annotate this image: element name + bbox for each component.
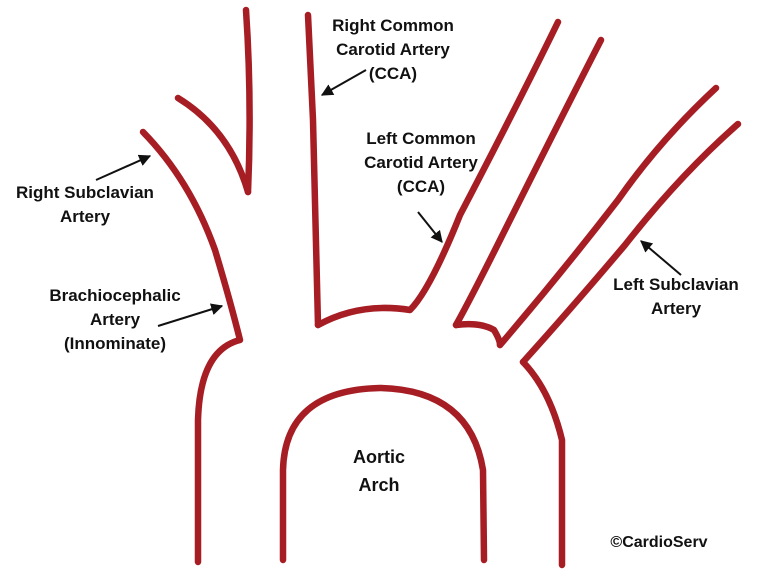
arrow-right-cca (320, 69, 367, 96)
left-cca-ostium (452, 320, 504, 349)
label-right-cca: Right Common Carotid Artery (CCA) (332, 16, 454, 83)
outer-arch-wall (519, 358, 566, 569)
left-subclavian-distal-wall (519, 120, 742, 366)
arrow-brachiocephalic (157, 303, 224, 327)
arch-top-segment (314, 18, 562, 329)
arrow-right-subclavian (95, 154, 152, 181)
right-cca-lateral-wall (242, 6, 253, 196)
label-aortic-arch: Aortic Arch (352, 447, 405, 495)
brachiocephalic-outer-wall (139, 128, 244, 566)
left-subclavian-proximal-wall (496, 84, 720, 349)
label-left-subclavian: Left Subclavian Artery (613, 275, 739, 318)
label-left-cca: Left Common Carotid Artery (CCA) (364, 129, 478, 196)
arrow-left-cca (417, 211, 443, 243)
copyright-text: ©CardioServ (610, 534, 708, 551)
left-cca-distal-wall (452, 36, 605, 329)
label-right-subclavian: Right Subclavian Artery (16, 183, 154, 226)
inner-arch-wall (279, 384, 488, 564)
right-subclavian-inner-wall (174, 94, 252, 196)
label-brachiocephalic: Brachiocephalic Artery (Innominate) (49, 286, 181, 353)
right-cca-medial-wall (304, 11, 322, 329)
arrow-left-subclavian (640, 240, 682, 276)
